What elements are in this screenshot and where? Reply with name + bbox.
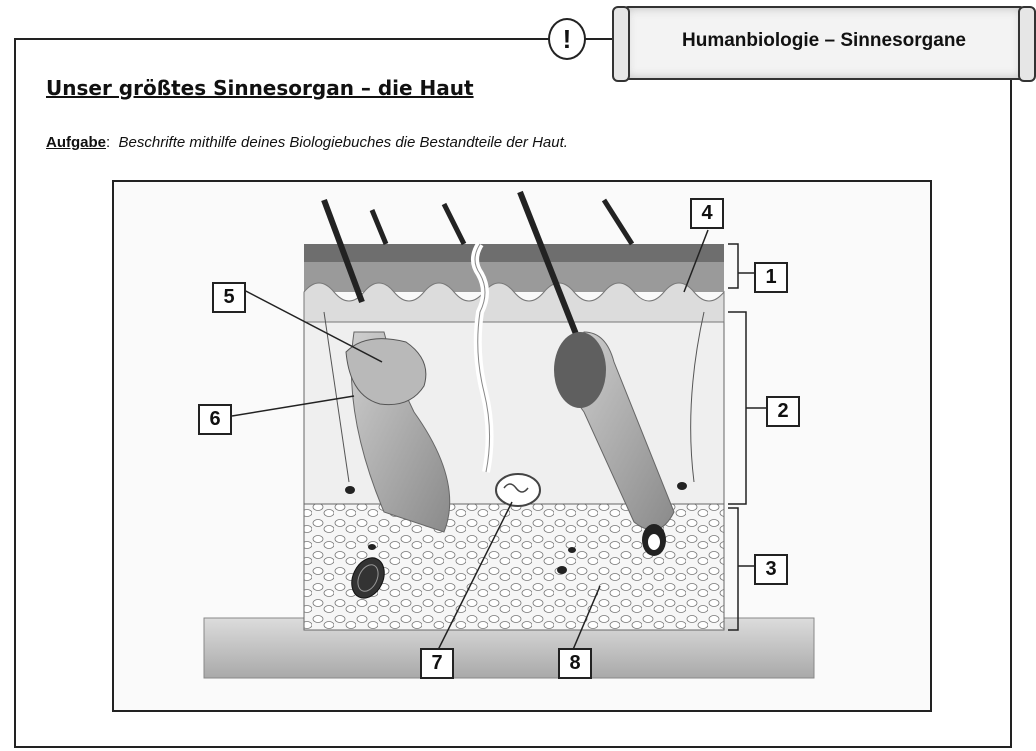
task-separator: : [106,134,111,151]
task-instruction: Aufgabe: Beschrifte mithilfe deines Biol… [46,134,568,151]
diagram-label-4: 4 [690,198,724,229]
worksheet-frame [14,38,1012,748]
task-label: Aufgabe [46,134,106,151]
diagram-label-7: 7 [420,648,454,679]
exclamation-icon: ! [548,18,586,60]
diagram-label-2: 2 [766,396,800,427]
subject-banner: Humanbiologie – Sinnesorgane [612,6,1036,82]
page-title: Unser größtes Sinnesorgan – die Haut [46,76,474,100]
diagram-label-5: 5 [212,282,246,313]
diagram-label-3: 3 [754,554,788,585]
diagram-label-8: 8 [558,648,592,679]
subject-banner-text: Humanbiologie – Sinnesorgane [682,30,966,51]
diagram-label-6: 6 [198,404,232,435]
skin-diagram-frame: 1 2 3 4 5 6 7 8 [112,180,932,712]
task-text: Beschrifte mithilfe deines Biologiebuche… [118,134,568,151]
skin-cross-section-illustration [203,190,815,679]
diagram-label-1: 1 [754,262,788,293]
